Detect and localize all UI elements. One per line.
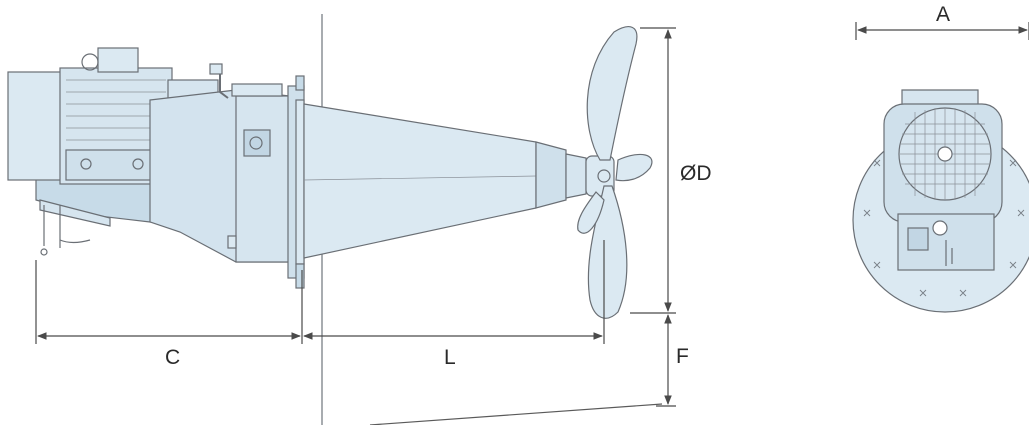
dimension-lines [35,22,1029,425]
propeller-blades [577,26,653,319]
mounting-flange [287,75,305,289]
bolt-marks [863,159,1025,297]
dimension-label-d: ØD [680,162,712,185]
cone-housing [303,103,587,259]
floor-reference-line [369,403,663,425]
dimension-label-l: L [444,346,456,369]
dimension-label-a: A [936,3,951,26]
dimension-label-f: F [676,345,689,368]
front-view [852,89,1029,313]
side-view [7,14,653,425]
gearbox [149,63,291,263]
motor [7,47,219,185]
dimension-label-c: C [165,346,181,369]
